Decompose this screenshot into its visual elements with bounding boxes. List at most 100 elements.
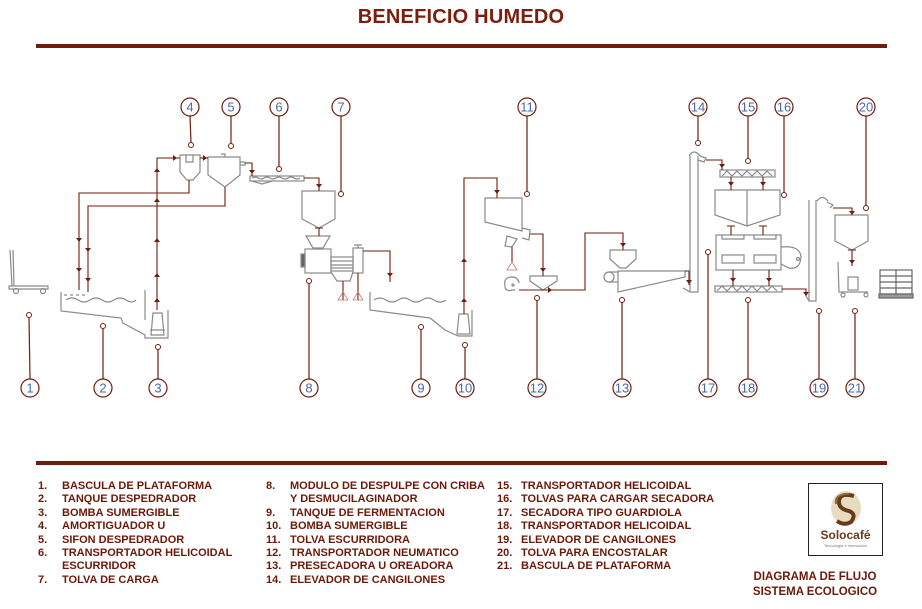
callout-3: 3 [148, 344, 168, 398]
callout-number: 17 [701, 381, 715, 396]
callout-9: 9 [411, 324, 431, 398]
callout-circle [845, 378, 865, 398]
legend-item: 7.TOLVA DE CARGA [38, 574, 232, 587]
callout-circle [331, 97, 351, 117]
legend-item-label: TRANSPORTADOR HELICOIDAL [62, 547, 233, 560]
legend-item-number: 11. [266, 533, 281, 546]
callout-circle [809, 378, 829, 398]
callout-6: 6 [269, 97, 289, 172]
callout-circle [856, 97, 876, 117]
callout-anchor-dot [745, 297, 751, 303]
legend-column: 1. BASCULA DE PLATAFORMA 2. TANQUE DESPEDRA… [38, 480, 232, 587]
pipe-siphon-conveyor [245, 162, 253, 176]
callout-1: 1 [20, 312, 40, 398]
footer-line-2: SISTEMA ECOLOGICO [752, 586, 878, 598]
callout-anchor-dot [188, 142, 194, 148]
legend-item: 9.TANQUE DE FERMENTACION [266, 507, 485, 520]
callout-anchor-dot [338, 191, 344, 197]
legend-item: 17.SECADORA TIPO GUARDIOLA [497, 507, 714, 520]
callout-circle [612, 378, 632, 398]
callout-2: 2 [93, 323, 113, 398]
flow-arrow-icon [154, 168, 160, 172]
flow-arrow-icon [85, 248, 91, 252]
callout-number: 7 [337, 100, 344, 115]
callout-circle [738, 97, 758, 117]
callout-8: 8 [299, 278, 319, 398]
legend-item-number: 18. [497, 520, 513, 533]
callout-circle [688, 97, 708, 117]
pipe-damper-return [78, 180, 190, 290]
legend-item-number [38, 560, 62, 573]
callout-circle [20, 378, 40, 398]
callout-anchor-dot [155, 344, 161, 350]
loading-hopper-7 [301, 190, 336, 229]
legend-item-label: TRANSPORTADOR NEUMATICO [290, 547, 459, 560]
callout-number: 2 [99, 381, 106, 396]
helical-conveyor-6 [249, 175, 305, 185]
dryer-hoppers-16 [714, 189, 781, 227]
callout-anchor-dot [619, 297, 625, 303]
callout-anchor-dot [462, 342, 468, 348]
flow-arrow-icon [154, 198, 160, 202]
legend-item-label: BOMBA SUMERGIBLE [290, 520, 408, 533]
pipe-elevator-conveyor15 [706, 159, 723, 170]
legend-item-number: 13. [266, 560, 282, 573]
callout-anchor-dot [100, 323, 106, 329]
callout-circle [180, 97, 200, 117]
callout-circle [93, 378, 113, 398]
callout-anchor-dot [306, 278, 312, 284]
callout-anchor-dot [26, 312, 32, 318]
legend-item-number: 5. [38, 533, 48, 546]
callout-10: 10 [455, 342, 475, 398]
callout-anchor-dot [418, 324, 424, 330]
legend-item-number: 1. [38, 480, 48, 492]
legend-item-number: 16. [497, 493, 513, 506]
legend-item-label: TOLVA DE CARGA [62, 573, 159, 586]
legend-item-label: SIFON DESPEDRADOR [62, 533, 185, 546]
pipe-pump3-up [156, 157, 180, 310]
legend-item: 8.MODULO DE DESPULPE CON CRIBA [266, 480, 485, 493]
legend-item-number: 14. [266, 573, 282, 586]
flow-arrow-icon [540, 268, 546, 272]
legend-item: 2. TANQUE DESPEDRADOR [38, 493, 232, 506]
flow-arrow-icon [461, 298, 467, 302]
legend-item-label: Y DESMUCILAGINADOR [290, 493, 418, 506]
footer-line-1: DIAGRAMA DE FLUJO [753, 571, 877, 583]
legend-item: 15.TRANSPORTADOR HELICOIDAL [497, 480, 714, 493]
pipe-pump10-up [463, 177, 498, 314]
callout-anchor-dot [695, 140, 701, 146]
submersible-pump-3 [150, 312, 165, 336]
legend-item-label: TRANSPORTADOR HELICOIDAL [521, 520, 692, 533]
callout-15: 15 [738, 97, 758, 164]
legend-item-label: ESCURRIDOR [62, 560, 136, 573]
page-title: BENEFICIO HUMEDO [357, 6, 565, 28]
flow-arrow-icon [728, 182, 734, 186]
legend-item: 1. BASCULA DE PLATAFORMA [38, 480, 232, 493]
flow-arrow-icon [494, 190, 500, 194]
callout-5: 5 [221, 97, 241, 149]
legend-item-number: 2. [38, 493, 48, 506]
callout-number: 21 [848, 381, 862, 396]
legend-item: 14.ELEVADOR DE CANGILONES [266, 574, 485, 587]
legend-item-number: 17. [497, 506, 513, 519]
bucket-elevator-19 [805, 196, 835, 302]
flow-arrow-icon [766, 278, 772, 282]
flow-arrow-icon [730, 278, 736, 282]
callout-number: 10 [458, 381, 472, 396]
legend-item-number: 21. [497, 560, 513, 573]
flow-arrow-icon [203, 155, 207, 161]
pipe-conveyor18-elevator [782, 288, 807, 296]
helical-conveyor-15 [719, 169, 776, 178]
callout-number: 4 [186, 100, 193, 115]
flow-arrow-icon [76, 268, 82, 272]
flow-arrow-icon [803, 292, 809, 296]
siphon-5 [207, 153, 246, 188]
legend-item-label: BOMBA SUMERGIBLE [62, 506, 180, 519]
legend-item: 16.TOLVAS PARA CARGAR SECADORA [497, 493, 714, 506]
legend-item-label: TANQUE DESPEDRADOR [62, 493, 197, 506]
legend-item-number: 4. [38, 520, 48, 533]
callout-number: 16 [777, 100, 791, 115]
legend-item-label: BASCULA DE PLATAFORMA [62, 480, 213, 492]
legend-item-number: 20. [497, 547, 513, 560]
